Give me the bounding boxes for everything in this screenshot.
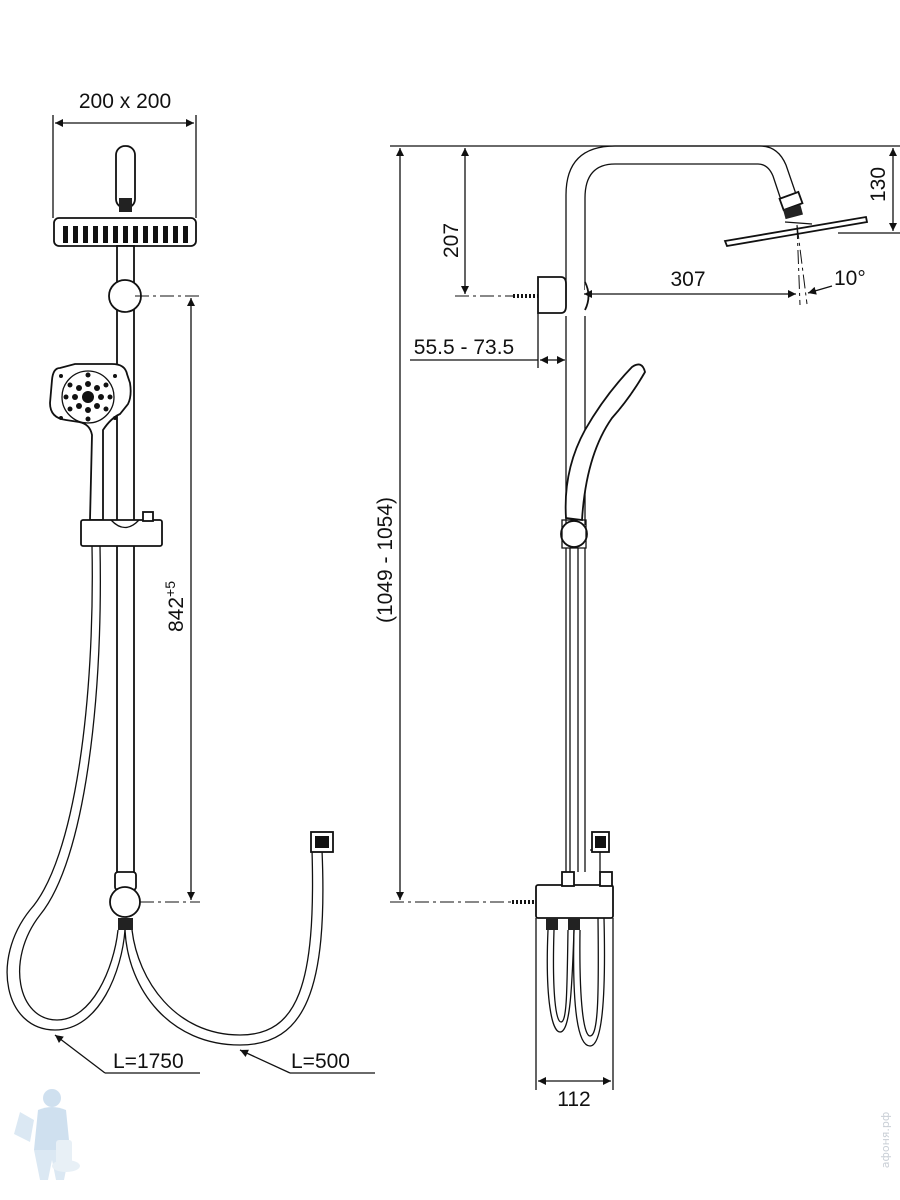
side-head-nut	[783, 204, 803, 220]
side-loop-1-inner	[552, 929, 569, 1023]
short-hose-connector-nut	[315, 836, 329, 848]
shower-rail	[116, 245, 135, 887]
side-loop-2-outer	[573, 917, 606, 1047]
short-hose-outer	[124, 849, 324, 1046]
rail-height-label: 842+5	[162, 581, 188, 632]
side-diverter-top-right	[599, 871, 613, 887]
side-upper-bracket	[537, 276, 567, 314]
side-upper-clamp	[584, 281, 590, 311]
side-hand-shower-face	[611, 374, 644, 419]
slider-holder	[80, 519, 163, 547]
side-head-swivel	[778, 190, 804, 212]
slider-clip	[110, 519, 140, 529]
tilt-vertical-centerline	[796, 224, 801, 306]
long-hose-leader	[54, 1034, 106, 1074]
tilt-angle-arrow	[807, 285, 833, 295]
short-hose-inner	[131, 849, 314, 1036]
long-hose-outer	[6, 545, 126, 1031]
long-hose-inner	[19, 545, 119, 1021]
side-loop-2-inner	[579, 917, 599, 1037]
short-hose-label: L=500	[291, 1050, 350, 1073]
side-diverter-body	[535, 884, 614, 919]
watermark-mascot	[14, 1089, 80, 1180]
side-hose-connector-nut	[595, 836, 606, 848]
side-view: 10° 130 207 307 55.5 - 73.5 (1049 - 1054…	[374, 145, 900, 1111]
hand-shower-nozzles	[59, 372, 117, 422]
hose-outlet-nut	[118, 918, 133, 930]
rail-height-tolerance: +5	[162, 581, 178, 597]
base-width-label: 112	[557, 1088, 590, 1111]
side-outlet-nut-left	[546, 918, 558, 930]
watermark-text: афоня.рф	[879, 1112, 892, 1169]
long-hose-label: L=1750	[113, 1050, 184, 1073]
slider-knob	[142, 511, 154, 522]
side-rain-head	[723, 215, 869, 248]
wall-offset-label: 55.5 - 73.5	[414, 336, 514, 359]
side-diverter-top-left	[561, 871, 575, 887]
front-view: 200 x 200	[6, 90, 375, 1074]
head-size-label: 200 x 200	[79, 90, 171, 113]
side-loop-1-outer	[546, 929, 575, 1033]
rail-height-value: 842	[165, 597, 188, 632]
short-hose-leader	[239, 1049, 291, 1074]
side-hose-riser	[590, 849, 601, 872]
head-drop-label: 207	[440, 223, 463, 258]
tilt-angled-centerline	[796, 224, 808, 305]
shower-arm-inner	[584, 163, 783, 290]
tilt-angle-label: 10°	[834, 267, 866, 290]
total-height-label: (1049 - 1054)	[374, 497, 397, 623]
side-outlet-nut-right	[568, 918, 580, 930]
side-holder-box	[561, 519, 587, 549]
rain-head-nozzles	[63, 226, 188, 243]
lower-wall-bracket	[109, 886, 141, 918]
side-shower-holder	[560, 520, 588, 548]
front-ball-joint	[119, 198, 132, 212]
side-rain-head-mount	[784, 221, 813, 225]
arm-reach-label: 307	[670, 268, 705, 291]
side-hand-shower	[564, 363, 646, 522]
head-height-label: 130	[867, 167, 890, 202]
